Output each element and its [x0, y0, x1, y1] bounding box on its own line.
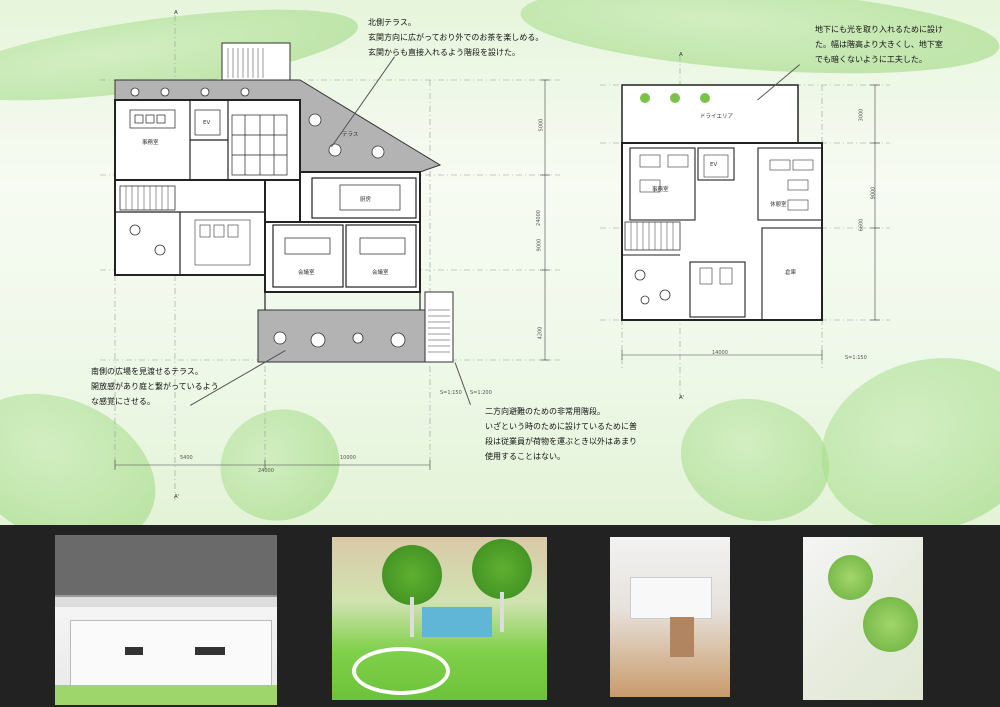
room-label-terrace: テラス: [342, 132, 359, 138]
scale-label: S=1:150: [440, 390, 462, 396]
model-trees-photo: [332, 537, 547, 700]
dimension-label: 10000: [340, 455, 356, 461]
floor-plan-2: [600, 55, 890, 400]
dimension-label: 9000: [870, 186, 877, 200]
section-marker: A': [174, 494, 180, 500]
note-basement-light: 地下にも光を取り入れるために設け た。幅は階高より大きくし、地下室 でも暗くない…: [815, 25, 943, 64]
section-marker: A: [174, 10, 178, 16]
note-emergency-stair: 二方向避難のための非常用階段。 いざという時のために設けているために普 段は従業…: [485, 407, 637, 461]
model-interior-photo: [610, 537, 730, 697]
room-label-storage: 倉庫: [785, 270, 797, 276]
dimension-label: 14000: [712, 350, 728, 356]
room-label-office-b1: 事務室: [652, 187, 669, 193]
photo-strip: [0, 525, 1000, 707]
scale-label: S=1:150: [845, 355, 867, 361]
room-label-meeting-b: 会議室: [372, 270, 389, 276]
room-label-staff: 休憩室: [770, 202, 787, 208]
scale-label: S=1:200: [470, 390, 492, 396]
section-marker: A: [679, 52, 683, 58]
floor-plan-1: [100, 15, 560, 500]
dimension-label: 5000: [538, 118, 545, 132]
room-label-office: 事務室: [142, 140, 159, 146]
room-label-ev-b1: EV: [710, 162, 718, 168]
model-terrace-photo: [55, 535, 277, 705]
room-label-light-well: ドライエリア: [700, 114, 733, 120]
model-lightwell-photo: [803, 537, 923, 700]
dimension-label: 3000: [858, 108, 865, 122]
dimension-label: 4200: [537, 326, 544, 340]
dimension-label: 9000: [536, 238, 543, 252]
room-label-ev: EV: [203, 120, 211, 126]
dimension-label: 5400: [180, 455, 193, 461]
dimension-label: 24000: [258, 468, 274, 474]
room-label-kitchen: 厨房: [360, 197, 372, 203]
presentation-board: 事務室 EV テラス 厨房 会議室 会議室 A A' 5000 24000 90…: [0, 0, 1000, 525]
section-marker: A': [679, 395, 685, 401]
dimension-label: 24000: [535, 210, 542, 226]
dimension-label: 6600: [858, 218, 865, 232]
room-label-meeting-a: 会議室: [298, 270, 315, 276]
note-north-terrace: 北側テラス。 玄関方向に広がっており外でのお茶を楽しめる。 玄関からも直接入れる…: [368, 18, 544, 57]
note-south-terrace: 南側の広場を見渡せるテラス。 開放感があり庭と繋がっているよう な感覚にさせる。: [91, 367, 219, 406]
